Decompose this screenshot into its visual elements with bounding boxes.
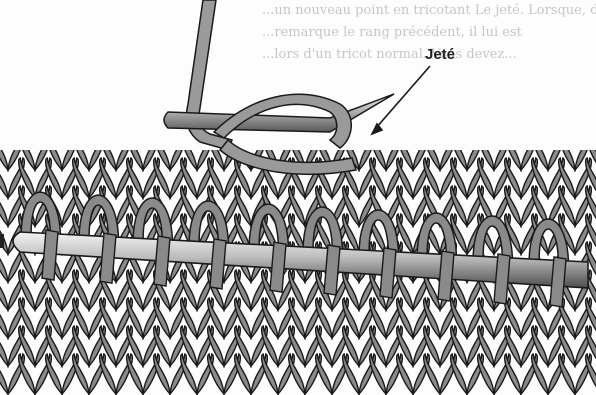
stitch-leg — [0, 130, 8, 170]
jete-label: Jeté — [425, 46, 455, 63]
callout-arrow-head — [372, 124, 382, 134]
scan-mark — [0, 234, 4, 248]
